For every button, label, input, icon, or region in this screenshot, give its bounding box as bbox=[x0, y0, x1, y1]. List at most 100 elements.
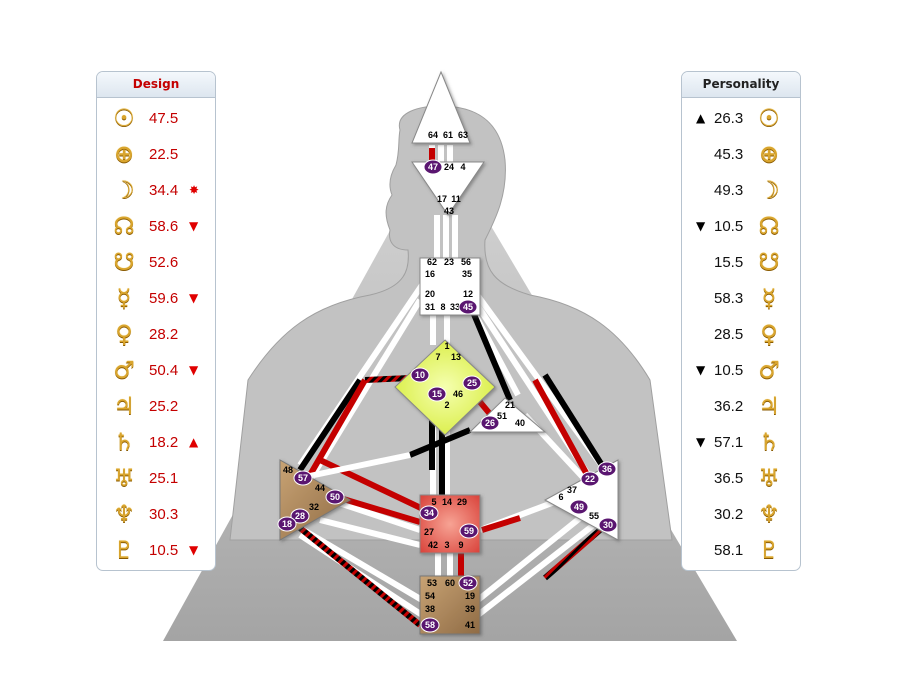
moon-icon: ☽ bbox=[113, 176, 135, 204]
design-value: 22.5 bbox=[149, 145, 179, 163]
gate-activation-badge bbox=[325, 489, 345, 505]
neptune-icon: ♆ bbox=[113, 500, 135, 528]
personality-value: 10.5 bbox=[714, 361, 744, 379]
gate-activation-badge bbox=[419, 505, 439, 521]
design-row: ⊕ 22.5 bbox=[97, 136, 215, 172]
personality-row: ☋15.5 bbox=[682, 244, 800, 280]
gate-label: 8 bbox=[440, 302, 445, 312]
gate-label: 4 bbox=[460, 162, 465, 172]
gate-label: 55 bbox=[589, 511, 599, 521]
gate-label: 64 bbox=[428, 130, 438, 140]
gate-label: 27 bbox=[424, 527, 434, 537]
design-row: ☊58.6▼ bbox=[97, 208, 215, 244]
design-marker: ✸ bbox=[189, 183, 200, 197]
gate-label: 52 bbox=[463, 578, 473, 588]
gate-activation-badge bbox=[410, 367, 430, 383]
personality-row: ♆30.2 bbox=[682, 496, 800, 532]
gate-label: 50 bbox=[330, 492, 340, 502]
gate-label: 12 bbox=[463, 289, 473, 299]
mars-icon: ♂ bbox=[758, 356, 780, 384]
design-value: 10.5 bbox=[149, 541, 179, 559]
gate-label: 59 bbox=[464, 526, 474, 536]
gate-activation-badge bbox=[420, 617, 440, 633]
design-marker: ▼ bbox=[189, 543, 199, 557]
design-value: 47.5 bbox=[149, 109, 179, 127]
gate-label: 17 bbox=[437, 194, 447, 204]
personality-value: 45.3 bbox=[714, 145, 744, 163]
gate-label: 36 bbox=[602, 464, 612, 474]
venus-icon: ♀ bbox=[760, 320, 778, 348]
design-rows: ☉47.5⊕22.5☽34.4✸☊58.6▼☋52.6☿59.6▼♀28.2♂5… bbox=[97, 98, 215, 568]
gate-activation-badge bbox=[427, 386, 447, 402]
gate-activation-badge bbox=[458, 575, 478, 591]
design-value: 25.1 bbox=[149, 469, 179, 487]
gate-label: 10 bbox=[415, 370, 425, 380]
design-row: ☋52.6 bbox=[97, 244, 215, 280]
personality-row: ☿58.3 bbox=[682, 280, 800, 316]
gate-label: 11 bbox=[451, 194, 461, 204]
head-center bbox=[411, 70, 471, 144]
personality-row: ☉26.3▲ bbox=[682, 100, 800, 136]
south-node-icon: ☋ bbox=[113, 248, 135, 276]
design-marker: ▼ bbox=[189, 291, 199, 305]
gate-label: 58 bbox=[425, 620, 435, 630]
gate-label: 35 bbox=[462, 269, 472, 279]
gate-label: 45 bbox=[463, 302, 473, 312]
gate-activation-badge bbox=[458, 299, 478, 315]
gate-label: 32 bbox=[309, 502, 319, 512]
gate-label: 54 bbox=[425, 591, 435, 601]
personality-marker: ▼ bbox=[696, 219, 706, 233]
earth-icon: ⊕ bbox=[758, 140, 780, 168]
saturn-icon: ♄ bbox=[113, 428, 135, 456]
gate-label: 1 bbox=[444, 341, 449, 351]
personality-row: ♃ 36.2 bbox=[682, 388, 800, 424]
gate-activation-badge bbox=[580, 471, 600, 487]
design-row: ♀28.2 bbox=[97, 316, 215, 352]
personality-value: 10.5 bbox=[714, 217, 744, 235]
gate-label: 48 bbox=[283, 465, 293, 475]
personality-marker: ▼ bbox=[696, 435, 706, 449]
personality-value: 58.1 bbox=[714, 541, 744, 559]
gate-label: 15 bbox=[432, 389, 442, 399]
gate-label: 37 bbox=[567, 485, 577, 495]
gate-label: 40 bbox=[515, 418, 525, 428]
personality-value: 36.5 bbox=[714, 469, 744, 487]
personality-row: ☽49.3 bbox=[682, 172, 800, 208]
ajna-center bbox=[411, 161, 485, 216]
north-node-icon: ☊ bbox=[113, 212, 135, 240]
gate-label: 21 bbox=[505, 400, 515, 410]
gate-activation-badge bbox=[480, 415, 500, 431]
design-value: 58.6 bbox=[149, 217, 179, 235]
personality-value: 15.5 bbox=[714, 253, 744, 271]
personality-title: Personality bbox=[682, 72, 800, 98]
pluto-icon: ♇ bbox=[758, 536, 780, 564]
jupiter-icon: ♃ bbox=[758, 392, 780, 420]
personality-value: 30.2 bbox=[714, 505, 744, 523]
personality-panel: Personality ☉26.3▲⊕45.3☽49.3☊10.5▼☋15.5☿… bbox=[681, 71, 801, 571]
design-row: ☉47.5 bbox=[97, 100, 215, 136]
gate-activation-badge bbox=[597, 461, 617, 477]
personality-value: 28.5 bbox=[714, 325, 744, 343]
earth-icon: ⊕ bbox=[113, 140, 135, 168]
personality-row: ♅36.5 bbox=[682, 460, 800, 496]
design-row: ♂50.4▼ bbox=[97, 352, 215, 388]
gate-label: 60 bbox=[445, 578, 455, 588]
gate-activation-badge bbox=[462, 375, 482, 391]
gate-label: 29 bbox=[457, 497, 467, 507]
design-value: 59.6 bbox=[149, 289, 179, 307]
personality-value: 36.2 bbox=[714, 397, 744, 415]
gate-label: 33 bbox=[450, 302, 460, 312]
gate-activation-badge bbox=[459, 523, 479, 539]
gate-label: 23 bbox=[444, 257, 454, 267]
design-row: ♅25.1 bbox=[97, 460, 215, 496]
gate-label: 51 bbox=[497, 411, 507, 421]
personality-rows: ☉26.3▲⊕45.3☽49.3☊10.5▼☋15.5☿58.3♀28.5♂10… bbox=[682, 98, 800, 568]
gate-label: 57 bbox=[298, 473, 308, 483]
gate-label: 13 bbox=[451, 352, 461, 362]
gate-activation-badge bbox=[290, 508, 310, 524]
design-row: ♇10.5▼ bbox=[97, 532, 215, 568]
venus-icon: ♀ bbox=[115, 320, 133, 348]
personality-row: ♀ 28.5 bbox=[682, 316, 800, 352]
gate-label: 43 bbox=[444, 206, 454, 216]
